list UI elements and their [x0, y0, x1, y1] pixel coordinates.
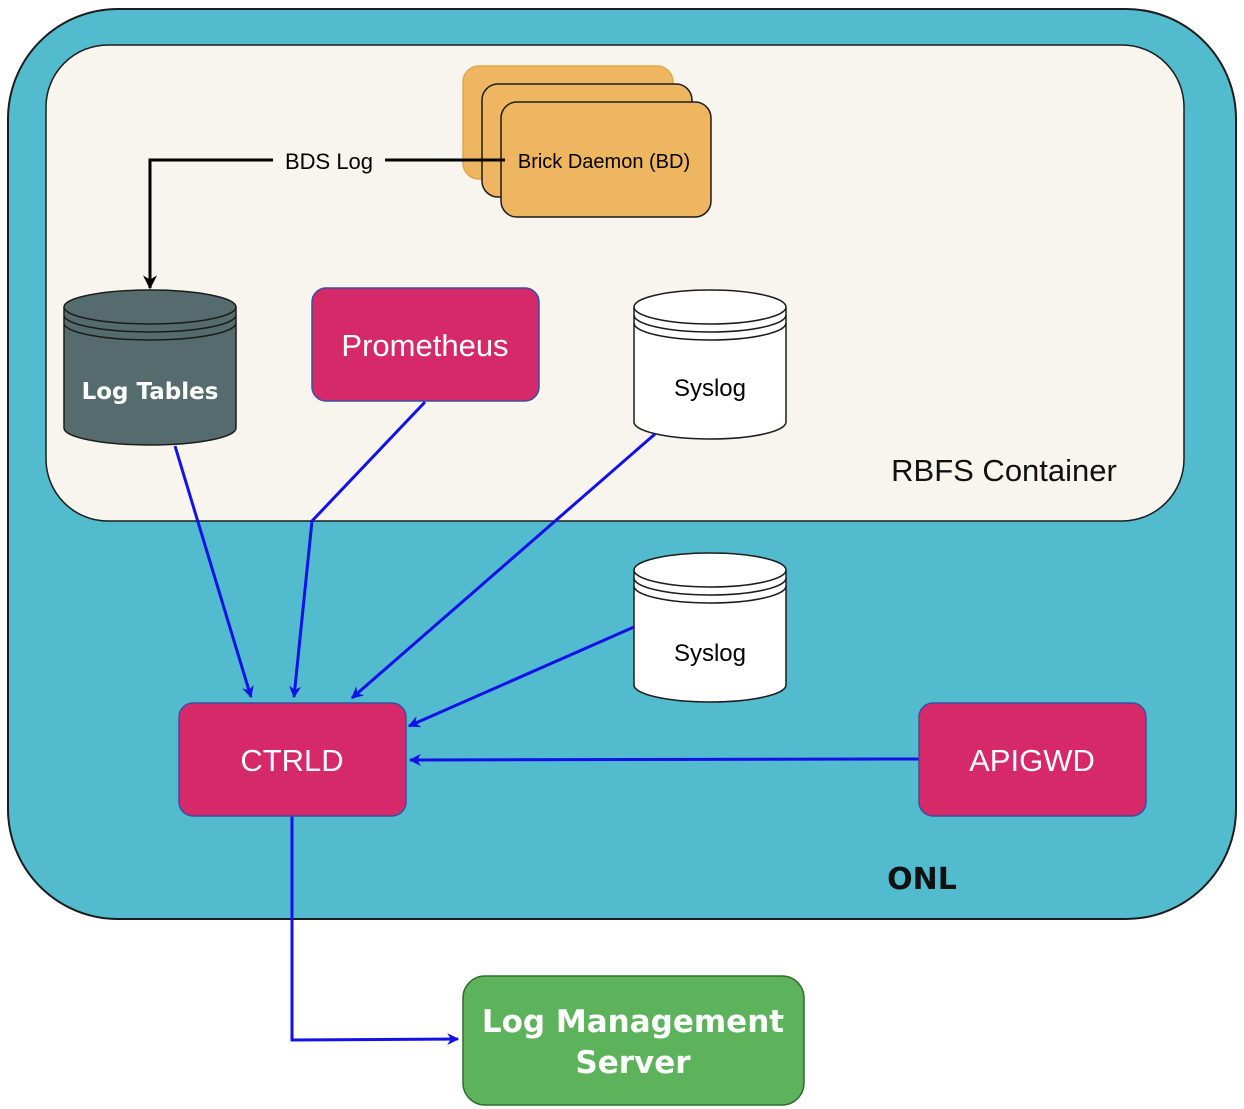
database-icon — [633, 570, 787, 703]
arrow-syslog-rbfs-to-ctrld — [351, 432, 656, 700]
database-icon — [633, 307, 787, 440]
ctrld-box — [178, 702, 407, 817]
arrow-ctrld-to-log-management — [290, 815, 460, 1046]
log-tables-label: Log Tables — [82, 379, 219, 405]
bds-log-label-bg — [273, 146, 385, 176]
database-icon — [63, 307, 237, 446]
arrow-apigwd-to-ctrld — [408, 753, 920, 766]
syslog-rbfs-database — [633, 289, 787, 440]
bds-log-arrow — [143, 158, 505, 290]
log-management-label-line2: Server — [575, 1045, 691, 1081]
brick-daemon-label: Brick Daemon (BD) — [518, 151, 690, 173]
log-management-server-box — [462, 975, 805, 1106]
arrow-syslog-onl-to-ctrld — [407, 625, 635, 728]
prometheus-label: Prometheus — [341, 328, 508, 363]
rbfs-container-label: RBFS Container — [891, 453, 1117, 488]
apigwd-label: APIGWD — [969, 743, 1095, 778]
blue-arrows — [173, 400, 920, 1046]
bds-log-label: BDS Log — [285, 149, 373, 174]
log-management-label-line1: Log Management — [482, 1004, 784, 1040]
syslog-onl-database — [633, 552, 787, 703]
apigwd-box — [918, 702, 1147, 817]
syslog-onl-label: Syslog — [674, 640, 746, 667]
log-tables-database — [63, 289, 237, 446]
arrow-log-tables-to-ctrld — [173, 445, 254, 699]
prometheus-box — [311, 287, 540, 402]
brick-daemon-stack — [462, 65, 712, 218]
arrow-prometheus-to-ctrld — [289, 400, 427, 699]
ctrld-label: CTRLD — [240, 743, 343, 778]
syslog-rbfs-label: Syslog — [674, 375, 746, 402]
onl-label: ONL — [887, 862, 957, 897]
